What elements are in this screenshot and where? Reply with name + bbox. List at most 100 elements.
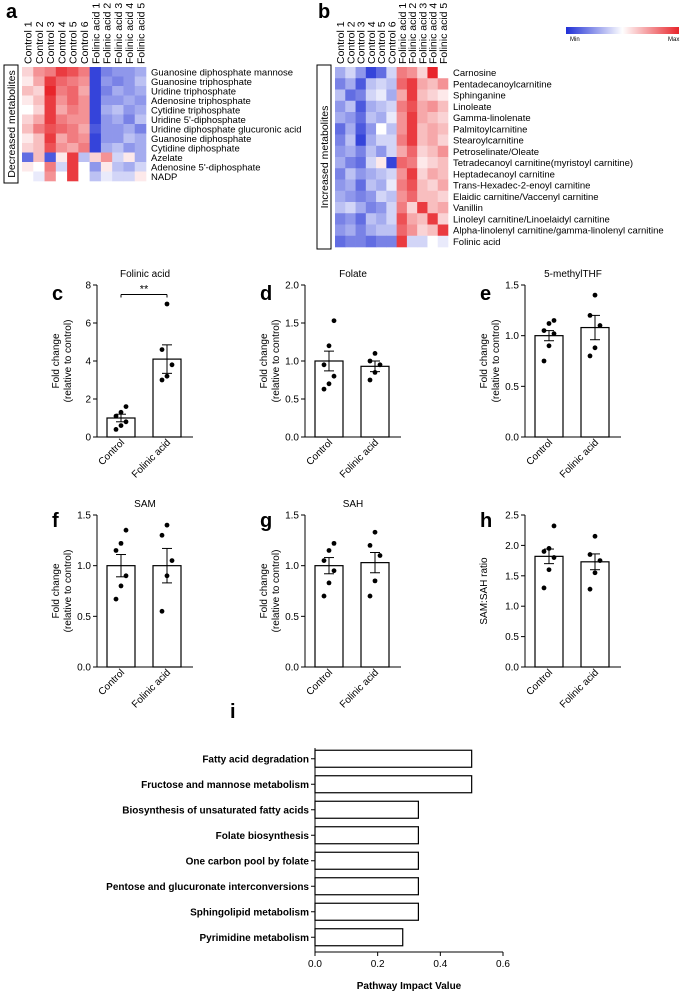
y-tick-label: 0.0 <box>505 663 519 674</box>
heat-cell <box>33 143 45 153</box>
bar <box>314 902 420 921</box>
heat-cell <box>365 145 377 158</box>
heat-cell <box>89 76 102 87</box>
y-axis-label: SAM:SAH ratio <box>479 557 490 625</box>
heat-cell <box>396 213 408 225</box>
heat-cell <box>335 224 346 237</box>
group-label: Increased metabolites <box>319 106 331 209</box>
data-point <box>113 548 119 553</box>
heat-cell <box>55 95 68 106</box>
heat-cell <box>396 235 408 248</box>
row-label: Sphinganine <box>453 91 506 102</box>
heat-cell <box>89 95 102 106</box>
row-label: Guanosine diphosphate <box>151 134 251 145</box>
heat-cell <box>376 145 387 158</box>
heat-cell <box>345 123 356 135</box>
row-label: Trans-Hexadec-2-enoyl carnitine <box>453 181 590 192</box>
heat-cell <box>33 124 45 134</box>
heat-cell <box>44 124 57 134</box>
data-point <box>541 585 547 591</box>
data-point <box>367 358 373 364</box>
heat-cell <box>417 202 428 214</box>
heat-cell <box>33 76 45 87</box>
heat-cell <box>345 134 356 147</box>
bar <box>314 360 344 438</box>
heat-cell <box>386 190 397 203</box>
y-tick-label: 6 <box>85 319 91 330</box>
heat-cell <box>386 123 397 135</box>
heat-cell <box>427 89 439 102</box>
data-point <box>551 331 557 337</box>
y-tick-label: 1.0 <box>285 357 299 368</box>
heat-cell <box>67 162 79 172</box>
heat-cell <box>123 152 136 163</box>
heat-cell <box>134 152 147 163</box>
heat-cell <box>55 105 68 115</box>
heat-cell <box>406 89 418 102</box>
x-tick-label: 0.4 <box>433 959 447 970</box>
heat-cell <box>44 162 57 172</box>
heat-cell <box>112 76 124 87</box>
heat-cell <box>112 171 124 182</box>
bar <box>534 555 564 668</box>
heat-cell <box>437 134 449 147</box>
heat-cell <box>55 152 68 163</box>
heat-cell <box>437 157 449 169</box>
heat-cell <box>22 76 34 87</box>
heat-cell <box>33 152 45 163</box>
heat-cell <box>437 112 449 124</box>
heat-cell <box>365 224 377 237</box>
heat-cell <box>44 76 57 87</box>
heat-cell <box>123 114 136 125</box>
heat-cell <box>355 112 367 124</box>
heat-cell <box>355 89 367 102</box>
column-label: Folinic acid 5 <box>438 3 450 64</box>
chart-title: SAM <box>134 499 156 510</box>
heat-cell <box>123 133 136 144</box>
data-point <box>551 523 557 529</box>
heat-cell <box>396 123 408 135</box>
scale-max-label: Max <box>668 37 679 43</box>
heat-cell <box>78 133 90 144</box>
heat-cell <box>22 114 34 125</box>
data-point <box>118 423 124 428</box>
heat-cell <box>355 100 367 113</box>
heat-cell <box>89 67 102 77</box>
heat-cell <box>22 105 34 115</box>
heat-cell <box>427 112 439 124</box>
heat-cell <box>55 133 68 144</box>
heat-cell <box>112 124 124 134</box>
row-label: Adenosine 5'-diphosphate <box>151 162 261 173</box>
y-tick-label: 0.0 <box>285 663 299 674</box>
heat-cell <box>417 100 428 113</box>
heat-cell <box>417 224 428 237</box>
heat-cell <box>365 123 377 135</box>
row-label: Azelate <box>151 153 183 164</box>
heat-cell <box>406 179 418 192</box>
y-tick-label: 1.5 <box>505 571 519 582</box>
row-label: Palmitoylcarnitine <box>453 124 527 135</box>
heat-cell <box>365 134 377 147</box>
heat-cell <box>89 105 102 115</box>
heat-cell <box>345 202 356 214</box>
heat-cell <box>67 105 79 115</box>
data-point <box>118 409 124 415</box>
bar <box>360 365 390 438</box>
heat-cell <box>427 134 439 147</box>
data-point <box>113 427 119 432</box>
heat-cell <box>427 123 439 135</box>
chart-title: Folate <box>339 269 367 280</box>
heat-cell <box>55 124 68 134</box>
heat-cell <box>100 67 113 77</box>
heat-cell <box>67 86 79 96</box>
y-tick-label: 0.0 <box>285 433 299 444</box>
data-point <box>551 555 557 560</box>
heat-cell <box>112 67 124 77</box>
heat-cell <box>112 152 124 163</box>
heat-cell <box>365 78 377 90</box>
